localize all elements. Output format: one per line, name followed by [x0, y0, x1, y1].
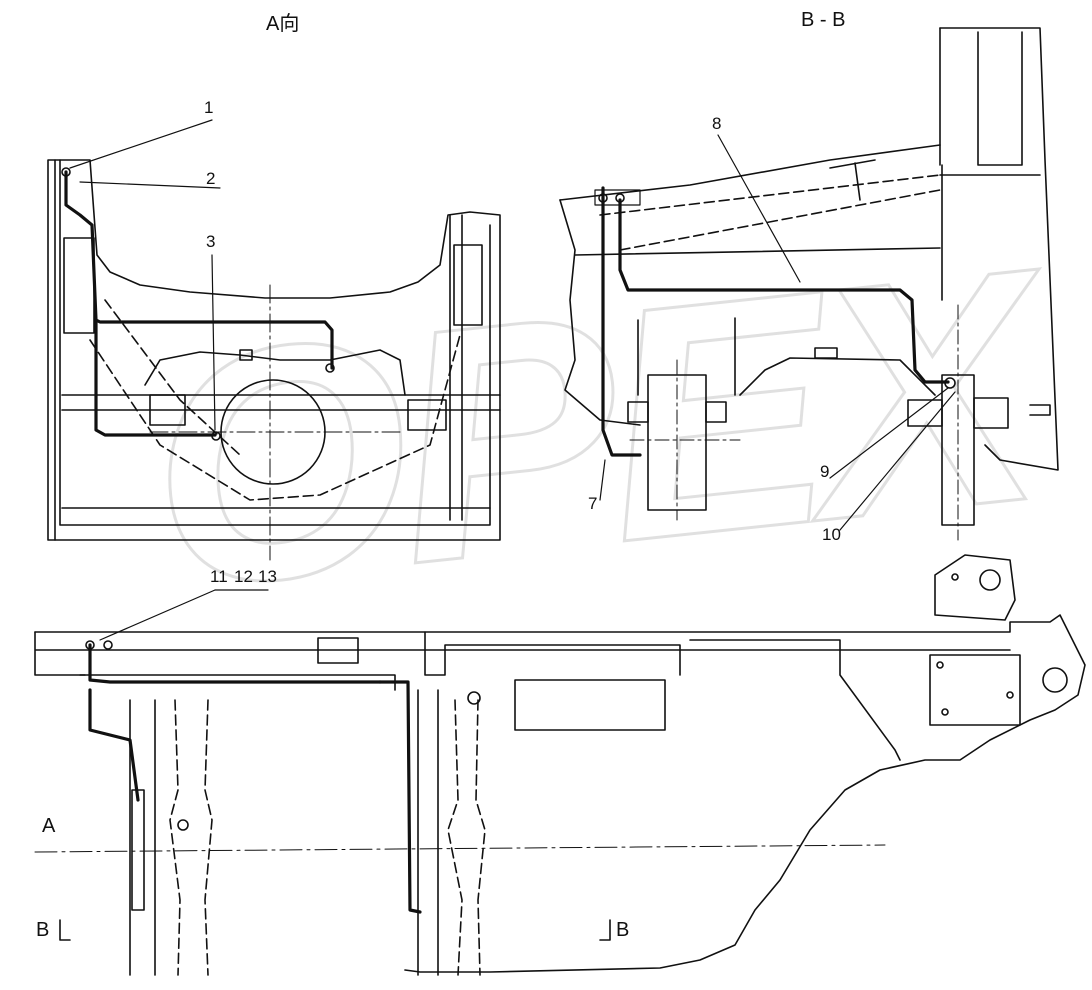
side-left-leg-plate: [131, 789, 145, 911]
view-a-left-bracket: [149, 394, 186, 426]
side-bracket-plate: [514, 679, 666, 731]
bb-dashed-2: [619, 189, 941, 251]
leader-9: [829, 387, 949, 479]
callout-9: 9: [820, 462, 830, 481]
view-a-housing: [144, 349, 406, 396]
leader-7: [599, 459, 606, 501]
bb-handle: [829, 159, 876, 201]
bb-brake-pipe-main: [618, 198, 950, 384]
view-a-left-box: [63, 237, 95, 334]
bb-arch-lug: [814, 347, 838, 359]
view-a-dashed-profile: [89, 334, 461, 501]
callout-8: 8: [712, 114, 722, 133]
bb-tower-band: [939, 164, 1041, 301]
bb-right-hub-flange: [907, 399, 943, 427]
bb-frame-line: [574, 247, 941, 256]
view-a-fitting-1: [61, 167, 71, 177]
bb-tower-window: [977, 31, 1023, 166]
view-a-fitting-2: [325, 363, 335, 373]
side-left-leg-bolt: [177, 819, 189, 831]
side-frame-web: [34, 631, 1011, 676]
bb-brake-pipe-left: [601, 186, 642, 457]
bb-fitting-b: [615, 193, 625, 203]
bb-dashed-1: [599, 174, 941, 216]
bb-fitting-a: [598, 193, 608, 203]
side-bolt-b: [941, 708, 949, 716]
bb-arch: [739, 357, 936, 396]
view-a-right-rails: [449, 214, 463, 521]
side-right-web: [689, 639, 901, 761]
section-mark-b-left: B: [36, 919, 50, 941]
side-bolt-a: [936, 661, 944, 669]
view-a-fitting-3: [211, 431, 221, 441]
callout-3: 3: [206, 232, 216, 251]
view-a-frame-inner: [59, 159, 491, 526]
side-right-plate: [929, 654, 1021, 726]
side-view-drawing: [34, 554, 1086, 976]
side-top-bolt: [951, 573, 959, 581]
bb-left-studs: [637, 317, 736, 396]
side-mount-hole: [467, 691, 481, 705]
side-mid-leg-dashed: [447, 699, 486, 976]
side-left-leg-outer: [129, 699, 156, 976]
leader-3: [211, 254, 216, 431]
leader-10: [839, 391, 956, 531]
side-section-marks: [59, 919, 611, 941]
side-frame-rail: [34, 614, 1086, 973]
bb-fitting-c: [944, 377, 956, 389]
bb-pipe-bracket: [594, 189, 641, 206]
side-small-plate: [317, 637, 359, 664]
callout-13: 13: [258, 567, 277, 586]
bb-left-hub-flange: [627, 401, 649, 423]
bb-left-hub-flange-2: [705, 401, 727, 423]
side-bolt-c: [1006, 691, 1014, 699]
view-a-frame-outline: [47, 159, 501, 541]
callout-7: 7: [588, 494, 598, 513]
bb-frame-top: [559, 144, 941, 201]
side-brake-pipe-left: [88, 643, 382, 802]
side-fitting-b: [103, 640, 113, 650]
view-a-right-box: [453, 244, 483, 326]
callout-1: 1: [204, 98, 214, 117]
bb-left-centerlines: [629, 359, 741, 521]
side-top-hole: [979, 569, 1001, 591]
section-mark-a: A: [42, 815, 56, 837]
section-mark-b-right: B: [616, 919, 630, 941]
callout-12: 12: [234, 567, 253, 586]
leader-1: [69, 119, 213, 169]
bb-right-tab: [1029, 404, 1051, 416]
section-bb-drawing: [559, 27, 1059, 541]
leader-11-13: [99, 589, 216, 641]
bb-right-hub-flange-2: [973, 397, 1009, 429]
view-a-title: A向: [266, 13, 300, 35]
view-a-drawing: [47, 119, 501, 561]
side-fitting-a: [85, 640, 95, 650]
section-bb-title: B - B: [801, 9, 846, 31]
view-a-right-bracket: [407, 399, 447, 431]
side-frame-lower: [79, 674, 396, 691]
view-a-top-lug: [239, 349, 253, 361]
side-left-leg-dashed: [169, 699, 213, 976]
side-mid-leg-outer: [417, 689, 439, 976]
leader-8: [717, 134, 801, 283]
bb-frame-body: [559, 199, 641, 426]
side-top-plate: [934, 554, 1016, 621]
callout-10: 10: [822, 525, 841, 544]
callout-11: 11: [210, 567, 228, 586]
side-pivot-hole: [1042, 667, 1068, 693]
callout-2: 2: [206, 169, 216, 188]
side-brake-pipe-mid: [378, 680, 422, 914]
side-mid-panel: [424, 631, 681, 676]
side-centerline-a: [34, 844, 886, 853]
view-a-brake-pipe: [64, 170, 334, 437]
leader-2: [79, 181, 221, 189]
bb-tower-outline: [939, 27, 1059, 471]
view-a-cross-members: [61, 394, 501, 509]
